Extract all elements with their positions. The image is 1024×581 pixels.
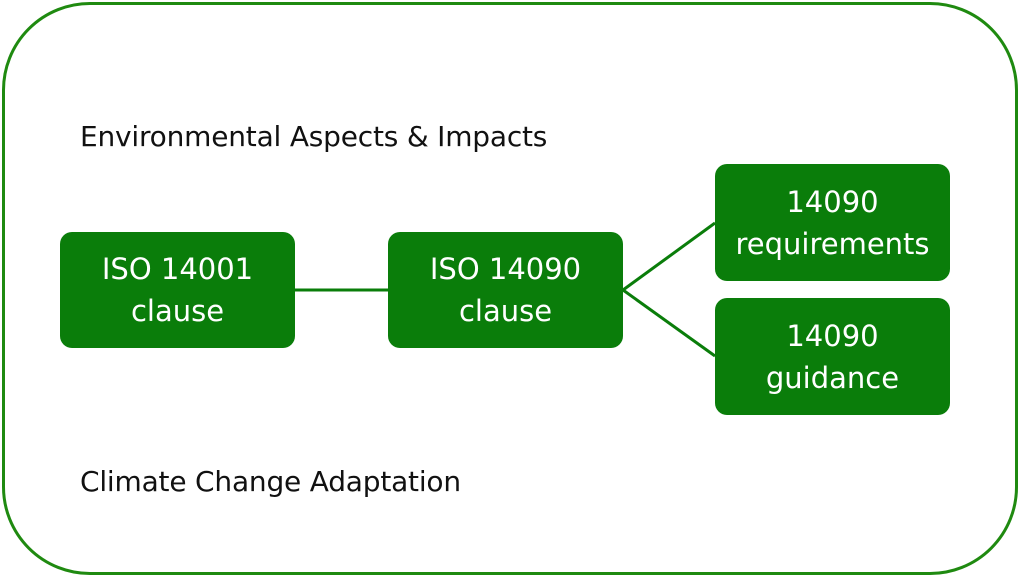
node-guidance-line2: guidance: [765, 360, 900, 395]
node-14090-guidance: 14090 guidance: [715, 298, 950, 415]
node-requirements-line2: requirements: [735, 226, 930, 261]
node-guidance-line1: 14090: [786, 318, 879, 353]
node-iso-14001-line2: clause: [130, 294, 225, 328]
node-iso-14090-line2: clause: [458, 294, 553, 328]
node-iso-14090-line1: ISO 14090: [429, 252, 582, 286]
caption-climate-change-adaptation: Climate Change Adaptation: [80, 465, 461, 498]
node-iso-14090-clause: ISO 14090 clause: [388, 232, 623, 348]
node-iso-14001-line1: ISO 14001: [101, 252, 254, 286]
node-14090-requirements: 14090 requirements: [715, 164, 950, 281]
node-iso-14001-clause: ISO 14001 clause: [60, 232, 295, 348]
caption-environmental-aspects: Environmental Aspects & Impacts: [80, 120, 548, 153]
node-requirements-line1: 14090: [786, 184, 879, 219]
